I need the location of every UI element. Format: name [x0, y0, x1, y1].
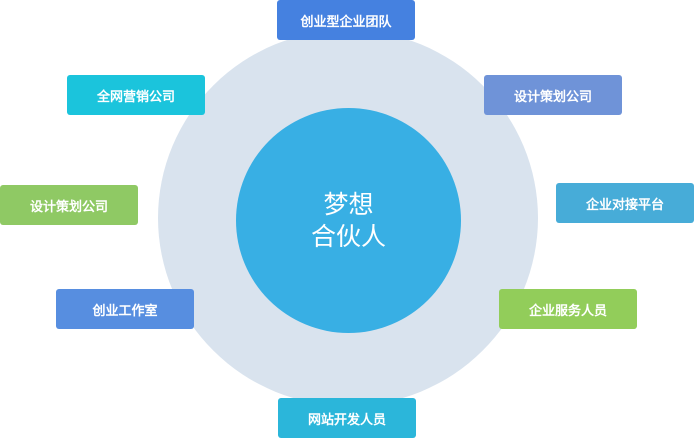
node-top-left[interactable]: 全网营销公司 [67, 75, 205, 115]
node-right[interactable]: 企业对接平台 [556, 183, 694, 223]
center-title-line2: 合伙人 [310, 221, 386, 251]
node-left[interactable]: 设计策划公司 [0, 185, 138, 225]
node-top-right[interactable]: 设计策划公司 [484, 75, 622, 115]
center-title-line1: 梦想 [323, 189, 374, 219]
node-bottom-right[interactable]: 企业服务人员 [499, 289, 637, 329]
node-bottom[interactable]: 网站开发人员 [278, 398, 416, 438]
node-top[interactable]: 创业型企业团队 [277, 0, 415, 40]
center-circle: 梦想 合伙人 [236, 108, 461, 333]
node-bottom-left[interactable]: 创业工作室 [56, 289, 194, 329]
